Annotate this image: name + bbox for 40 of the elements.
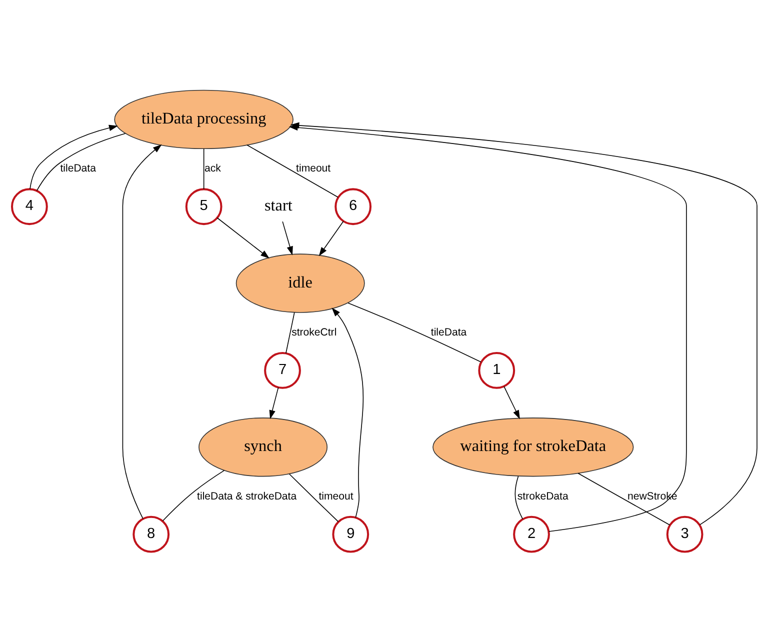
arrow (318, 220, 344, 256)
arrow (122, 144, 162, 520)
connector (286, 312, 295, 354)
edge-label: ack (204, 162, 221, 175)
connector (288, 474, 339, 522)
connector (578, 472, 670, 526)
arrow (30, 124, 118, 190)
connector (162, 470, 225, 522)
node-circle: 5 (185, 188, 222, 226)
connector (246, 144, 338, 198)
edge-label: strokeCtrl (292, 326, 337, 339)
arrow (332, 308, 364, 518)
node-ellipse: tileData processing (114, 90, 294, 150)
arrow (504, 386, 520, 420)
edge-label: strokeData (517, 490, 568, 502)
connector (203, 148, 204, 190)
arrow (282, 221, 293, 256)
edge-label: tileData (60, 162, 96, 175)
edge-label: tileData & strokeData (197, 490, 297, 502)
node-ellipse: idle (236, 254, 365, 313)
node-text: start (264, 196, 292, 215)
edge-label: timeout (296, 162, 331, 175)
connector (348, 302, 482, 362)
node-ellipse: synch (198, 418, 328, 477)
node-circle: 9 (332, 516, 370, 553)
node-ellipse: waiting for strokeData (432, 418, 634, 477)
node-circle: 7 (264, 352, 301, 389)
arrow (269, 387, 279, 420)
node-circle: 3 (666, 516, 704, 553)
arrow (216, 217, 270, 258)
edge-label: timeout (318, 490, 354, 502)
node-circle: 8 (132, 516, 170, 553)
node-circle: 6 (334, 188, 372, 226)
connector (514, 476, 524, 520)
edge-label: tileData (430, 326, 467, 339)
node-circle: 4 (11, 188, 48, 226)
node-circle: 1 (478, 352, 516, 389)
arrow (290, 122, 758, 526)
connector (36, 133, 126, 192)
node-circle: 2 (513, 516, 550, 553)
